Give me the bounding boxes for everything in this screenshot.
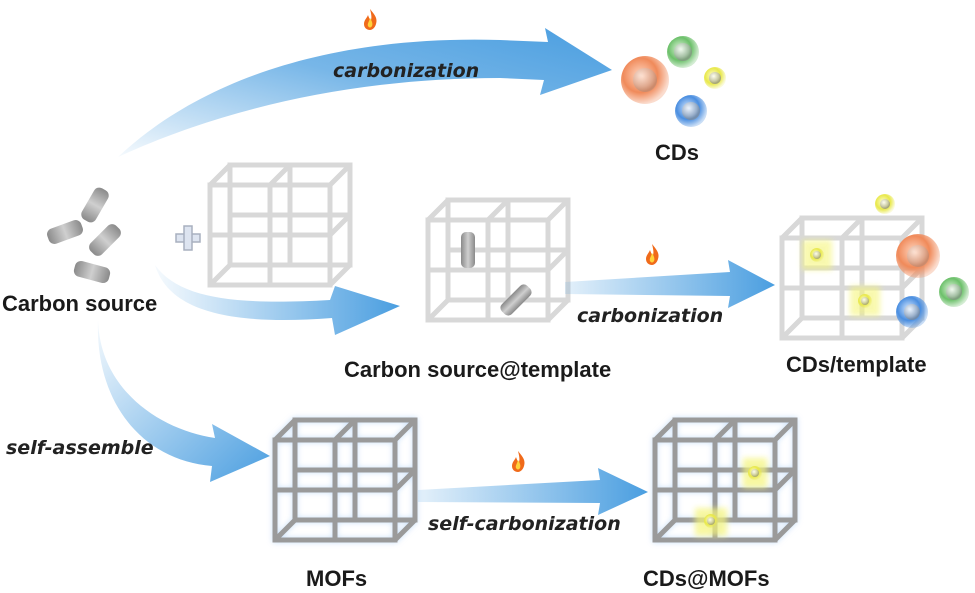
label-cds: CDs — [655, 140, 700, 165]
flame-icon — [646, 244, 659, 265]
arrow-top-carbonization — [118, 28, 612, 157]
label-cds-mofs: CDs@MOFs — [643, 566, 770, 591]
flame-icon — [512, 451, 525, 472]
cube-mofs — [275, 420, 415, 540]
arrow-middle-assemble — [155, 265, 400, 335]
step-carbonization-top: carbonization — [333, 60, 480, 82]
flame-icon — [364, 9, 377, 30]
cds-cluster-top — [621, 36, 726, 127]
label-cds-template: CDs/template — [786, 352, 927, 377]
label-carbon-source-template: Carbon source@template — [344, 357, 612, 382]
arrow-self-assemble — [97, 320, 270, 482]
cds-cluster-middle — [875, 194, 969, 328]
cube-cds-template — [782, 218, 922, 338]
cube-cds-mofs — [655, 420, 795, 540]
carbon-rod-icon — [47, 187, 121, 284]
cube-carbon-source-template — [428, 200, 568, 320]
step-self-assemble: self-assemble — [6, 437, 154, 459]
step-carbonization-middle: carbonization — [577, 305, 724, 327]
label-mofs: MOFs — [306, 566, 368, 591]
arrow-self-carbonization — [418, 468, 648, 515]
arrow-middle-carbonization — [565, 260, 775, 308]
plus-icon — [175, 225, 201, 251]
label-carbon-source: Carbon source — [2, 291, 158, 316]
step-self-carbonization: self-carbonization — [428, 513, 621, 535]
cube-frame-icon — [210, 165, 350, 285]
